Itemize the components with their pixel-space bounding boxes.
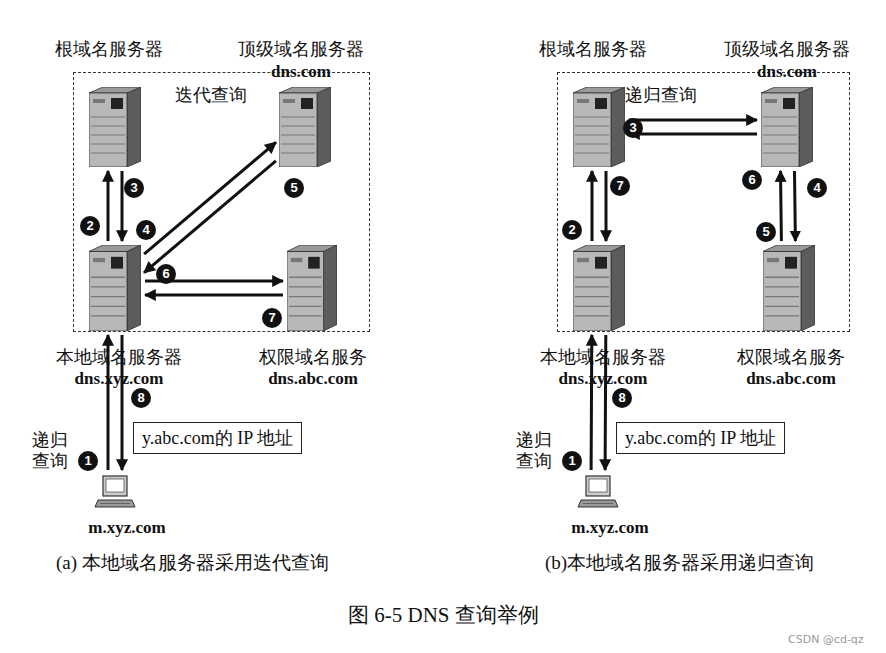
host-computer-icon bbox=[577, 474, 619, 510]
callout-number: 2 bbox=[562, 220, 582, 240]
sub-caption: (b)本地域名服务器采用递归查询 bbox=[545, 552, 814, 574]
dns-server: 顶级域名服务器dns.com bbox=[761, 87, 813, 167]
host-computer: m.xyz.com bbox=[94, 474, 136, 510]
answer-text: y.abc.com的 IP 地址 bbox=[142, 428, 293, 448]
dns-server: 根域名服务器 bbox=[89, 87, 141, 167]
node-label: m.xyz.com bbox=[571, 518, 648, 538]
query-arrow bbox=[793, 171, 797, 241]
node-label: 根域名服务器 bbox=[539, 39, 647, 60]
query-arrow bbox=[144, 161, 276, 273]
callout-number: 4 bbox=[807, 178, 827, 198]
callout-number: 5 bbox=[756, 222, 776, 242]
node-label: 根域名服务器 bbox=[55, 39, 163, 60]
sub-caption: (a) 本地域名服务器采用迭代查询 bbox=[56, 552, 329, 574]
callout-number: 5 bbox=[284, 178, 304, 198]
node-label: 本地域名服务器 bbox=[56, 347, 182, 368]
callout-number: 6 bbox=[742, 170, 762, 190]
callout-number: 7 bbox=[610, 176, 630, 196]
query-arrow bbox=[629, 133, 757, 136]
callout-number: 1 bbox=[562, 451, 582, 471]
query-arrow bbox=[107, 171, 110, 241]
query-arrow bbox=[145, 294, 283, 297]
host-computer-icon bbox=[94, 474, 136, 510]
dns-server: 本地域名服务器dns.xyz.com bbox=[89, 245, 141, 331]
server-icon bbox=[279, 87, 331, 167]
query-region: 递归查询根域名服务器 顶级域名服务器dns.com 本地域名服务器dns.xyz.c… bbox=[557, 72, 850, 332]
node-label: m.xyz.com bbox=[88, 518, 165, 538]
server-icon bbox=[573, 245, 625, 331]
dns-server: 权限域名服务dns.abc.com bbox=[287, 245, 337, 331]
callout-number: 1 bbox=[78, 451, 98, 471]
node-host-name: dns.xyz.com bbox=[75, 369, 164, 389]
node-label: 本地域名服务器 bbox=[540, 347, 666, 368]
server-icon bbox=[89, 87, 141, 167]
server-icon bbox=[763, 245, 815, 331]
query-type-label: 递归 查询 bbox=[32, 430, 70, 471]
query-arrow bbox=[629, 119, 757, 122]
answer-box: y.abc.com的 IP 地址 bbox=[133, 422, 302, 454]
query-arrow bbox=[144, 142, 276, 254]
dns-server: 根域名服务器 bbox=[573, 87, 625, 167]
callout-number: 8 bbox=[131, 388, 151, 408]
dns-server: 本地域名服务器dns.xyz.com bbox=[573, 245, 625, 331]
callout-number: 3 bbox=[124, 178, 144, 198]
node-label: 权限域名服务 bbox=[259, 347, 367, 368]
callout-number: 7 bbox=[262, 308, 282, 328]
callout-number: 2 bbox=[80, 216, 100, 236]
server-icon bbox=[287, 245, 337, 331]
query-type-label: 递归 查询 bbox=[516, 430, 554, 471]
server-icon bbox=[89, 245, 141, 331]
node-host-name: dns.abc.com bbox=[268, 369, 358, 389]
node-label: 顶级域名服务器 bbox=[238, 39, 364, 60]
watermark: CSDN @cd-qz bbox=[788, 634, 864, 647]
dns-server: 权限域名服务dns.abc.com bbox=[763, 245, 815, 331]
callout-number: 6 bbox=[156, 264, 176, 284]
server-icon bbox=[761, 87, 813, 167]
server-icon bbox=[573, 87, 625, 167]
node-host-name: dns.com bbox=[271, 62, 331, 82]
answer-text: y.abc.com的 IP 地址 bbox=[625, 428, 776, 448]
figure-caption: 图 6-5 DNS 查询举例 bbox=[348, 603, 539, 627]
callout-number: 8 bbox=[612, 388, 632, 408]
node-host-name: dns.com bbox=[757, 62, 817, 82]
callout-number: 4 bbox=[136, 220, 156, 240]
query-region: 迭代查询 根域名服务器 顶级域名服务器dns.com 本地域名服务器dns.xyz.c… bbox=[73, 72, 370, 332]
query-arrow bbox=[779, 171, 783, 241]
node-label: 递归查询 bbox=[625, 85, 697, 106]
node-host-name: dns.xyz.com bbox=[559, 369, 648, 389]
query-arrow bbox=[591, 171, 594, 241]
node-label: 权限域名服务 bbox=[737, 347, 845, 368]
query-arrow bbox=[605, 171, 608, 241]
dns-server: 顶级域名服务器dns.com bbox=[279, 87, 331, 167]
callout-number: 3 bbox=[623, 118, 643, 138]
node-label: 迭代查询 bbox=[175, 85, 247, 106]
query-arrow bbox=[121, 171, 124, 241]
node-host-name: dns.abc.com bbox=[746, 369, 836, 389]
node-label: 顶级域名服务器 bbox=[724, 39, 850, 60]
host-computer: m.xyz.com bbox=[577, 474, 619, 510]
answer-box: y.abc.com的 IP 地址 bbox=[616, 422, 785, 454]
